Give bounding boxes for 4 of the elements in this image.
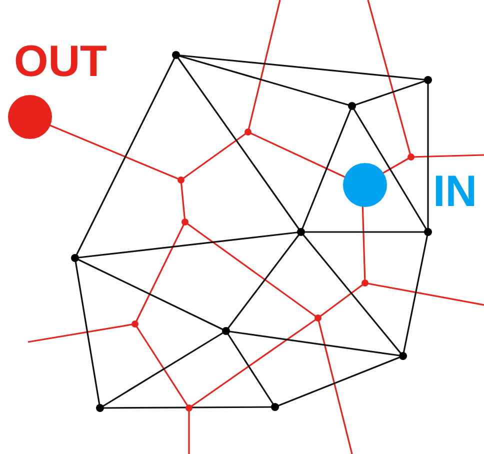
point-marker	[343, 163, 387, 207]
point-marker	[8, 95, 52, 139]
point-label: IN	[433, 170, 477, 214]
point-label: OUT	[14, 40, 107, 84]
